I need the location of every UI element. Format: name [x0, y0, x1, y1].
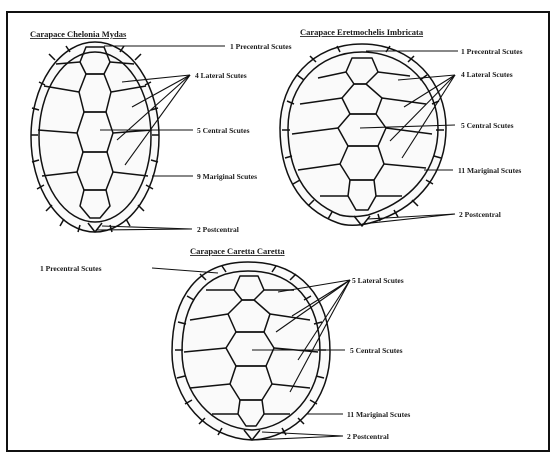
- label-postcentral: 2 Postcentral: [347, 432, 389, 441]
- label-central: 5 Central Scutes: [197, 126, 250, 135]
- label-precentral: 1 Precentral Scutes: [40, 264, 102, 273]
- figure-title: Carapace Caretta Caretta: [190, 246, 285, 256]
- figure-title: Carapace Eretmochelis Imbricata: [300, 27, 424, 37]
- label-lateral: 4 Lateral Scutes: [195, 71, 247, 80]
- figure-eretmochelis-imbricata: Carapace Eretmochelis Imbricata: [280, 27, 523, 226]
- label-precentral: 1 Precentral Scutes: [461, 47, 523, 56]
- scute-labels: 1 Precentral Scutes 4 Lateral Scutes 5 C…: [458, 47, 523, 219]
- label-marginal: 11 Mariginal Scutes: [458, 166, 521, 175]
- label-postcentral: 2 Postcentral: [197, 225, 239, 234]
- label-lateral: 4 Lateral Scutes: [461, 70, 513, 79]
- shell-illustration: [31, 42, 159, 232]
- figure-chelonia-mydas: Carapace Chelonia Mydas: [30, 29, 292, 234]
- figure-title: Carapace Chelonia Mydas: [30, 29, 127, 39]
- figure-caretta-caretta: Carapace Caretta Caretta: [40, 246, 410, 441]
- shell-illustration: [280, 44, 446, 226]
- label-lateral: 5 Lateral Scutes: [352, 276, 404, 285]
- shell-illustration: [172, 262, 330, 440]
- label-postcentral: 2 Postcentral: [459, 210, 501, 219]
- label-marginal: 11 Mariginal Scutes: [347, 410, 410, 419]
- label-precentral: 1 Precentral Scutes: [230, 42, 292, 51]
- scute-labels: 1 Precentral Scutes 4 Lateral Scutes 5 C…: [195, 42, 292, 234]
- label-central: 5 Central Scutes: [461, 121, 514, 130]
- label-marginal: 9 Mariginal Scutes: [197, 172, 257, 181]
- label-central: 5 Central Scutes: [350, 346, 403, 355]
